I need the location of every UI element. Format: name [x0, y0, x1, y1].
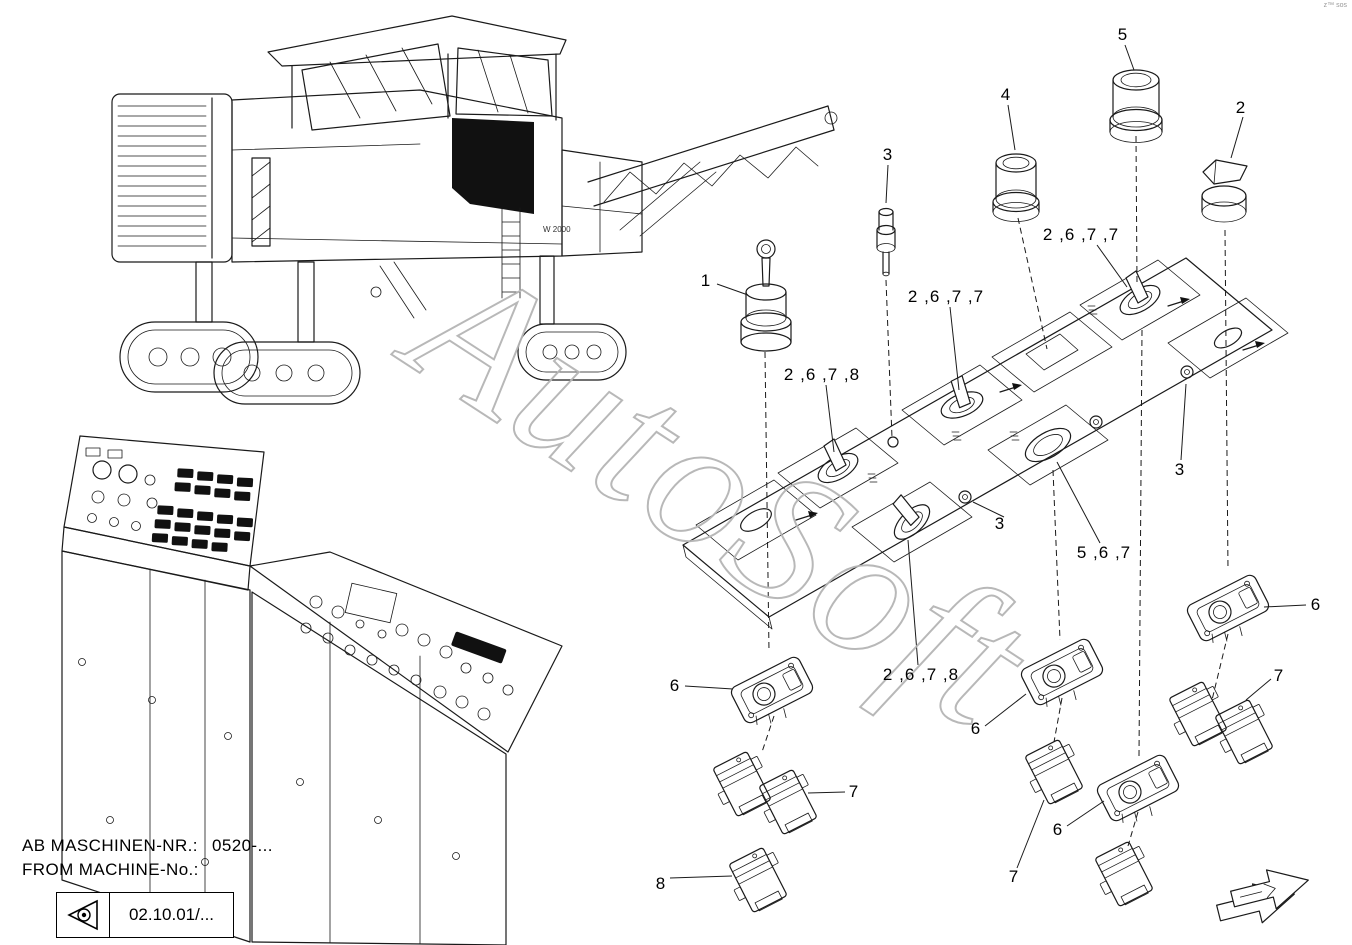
- callout-3: 3: [994, 514, 1006, 533]
- connector-socket: [1094, 752, 1187, 834]
- panel-indicator: [1180, 365, 1194, 379]
- part-key-switch: [740, 239, 792, 352]
- callout-2: 2: [1235, 98, 1247, 117]
- panel-rotary-switch: [1114, 270, 1166, 322]
- relay-module: [1161, 677, 1235, 752]
- panel-hole: [740, 508, 772, 532]
- panel-rotary-switch: [934, 372, 991, 430]
- relay-module: [705, 747, 779, 822]
- connector-socket: [1018, 636, 1111, 718]
- panel-hole: [887, 436, 899, 448]
- panel-hole: [1213, 327, 1243, 349]
- section-reference-box[interactable]: 02.10.01/...: [56, 892, 234, 938]
- relay-module: [1017, 735, 1091, 810]
- callout-6: 6: [970, 719, 982, 738]
- callout-8: 8: [655, 874, 667, 893]
- keypad-block: [151, 468, 254, 552]
- callout-2-6-7-8: 2 ,6 ,7 ,8: [882, 665, 960, 684]
- callout-2-6-7-8: 2 ,6 ,7 ,8: [783, 365, 861, 384]
- section-reference: 02.10.01/...: [128, 905, 215, 924]
- callout-4: 4: [1000, 85, 1012, 104]
- machine-model-label: W 2000: [543, 225, 571, 234]
- callout-3: 3: [1174, 460, 1186, 479]
- callout-7: 7: [848, 782, 860, 801]
- eye-icon: [57, 893, 110, 937]
- machine-nr-label-en: FROM MACHINE-No.:: [22, 860, 199, 879]
- callout-1: 1: [700, 271, 712, 290]
- nav-arrow-button[interactable]: [1214, 861, 1313, 933]
- assembly-dashed-lines: [761, 135, 1229, 847]
- panel-recess: [991, 311, 1113, 393]
- part-push-button-4: [992, 153, 1040, 222]
- relay-module: [721, 843, 795, 918]
- callout-6: 6: [1052, 820, 1064, 839]
- relay-module: [1207, 695, 1281, 770]
- callout-7: 7: [1008, 867, 1020, 886]
- callout-7: 7: [1273, 666, 1285, 685]
- switch-panel-drawing: [682, 257, 1289, 630]
- callout-5-6-7: 5 ,6 ,7: [1076, 543, 1132, 562]
- panel-indicator: [1089, 415, 1103, 429]
- printed-arrow-icon: [1167, 296, 1191, 307]
- callout-6: 6: [1310, 595, 1322, 614]
- panel-round-button: [1019, 421, 1077, 469]
- connector-socket: [1184, 572, 1277, 654]
- control-console-drawing: [61, 435, 563, 945]
- callout-2-6-7-7: 2 ,6 ,7 ,7: [1042, 225, 1120, 244]
- part-push-button-5: [1109, 69, 1163, 143]
- callout-2-6-7-7: 2 ,6 ,7 ,7: [907, 287, 985, 306]
- corner-mark: z™ sos: [1323, 2, 1347, 9]
- milling-machine-drawing: W 2000: [111, 15, 838, 405]
- callout-5: 5: [1117, 25, 1129, 44]
- printed-arrow-icon: [1242, 340, 1266, 351]
- callout-6: 6: [669, 676, 681, 695]
- panel-indicator: [958, 490, 972, 504]
- panel-hole: [1025, 333, 1079, 371]
- printed-symbol: [951, 431, 962, 441]
- callout-leader-lines: [669, 44, 1307, 879]
- dark-panel: [452, 118, 534, 214]
- relay-module: [1087, 837, 1161, 912]
- machine-nr-value: 0520-...: [212, 836, 273, 855]
- part-rotary-knob-2: [1201, 159, 1248, 223]
- block-arrow-right-icon: [1230, 869, 1309, 910]
- machine-nr-label-de: AB MASCHINEN-NR.:: [22, 836, 198, 855]
- loose-parts-top: [740, 69, 1248, 352]
- callout-3: 3: [882, 145, 894, 164]
- relay-module: [751, 765, 825, 840]
- part-toggle-switch: [876, 207, 896, 277]
- panel-recess: [987, 404, 1109, 486]
